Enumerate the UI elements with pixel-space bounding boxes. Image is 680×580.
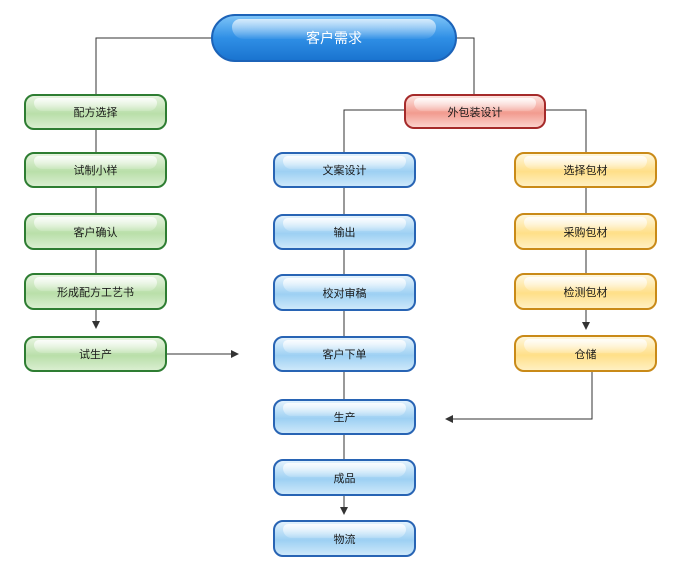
node-label: 物流 bbox=[333, 532, 356, 546]
node-label: 配方选择 bbox=[73, 106, 118, 119]
node-label: 试生产 bbox=[79, 348, 112, 361]
node-label: 检测包材 bbox=[563, 285, 608, 299]
middle-node-copywriting: 文案设计 bbox=[273, 152, 416, 188]
connector-storage-to-production bbox=[445, 372, 593, 423]
connector-root-to-left bbox=[95, 37, 212, 94]
root-label: 客户需求 bbox=[306, 31, 362, 47]
left-node-process-doc: 形成配方工艺书 bbox=[24, 273, 167, 310]
root-node: 客户需求 bbox=[211, 14, 457, 62]
node-label: 文案设计 bbox=[322, 164, 367, 177]
right-node-inspect-material: 检测包材 bbox=[514, 273, 657, 310]
left-node-trial-production: 试生产 bbox=[24, 336, 167, 372]
node-label: 试制小样 bbox=[73, 164, 118, 177]
middle-node-order: 客户下单 bbox=[273, 336, 416, 372]
node-label: 外包装设计 bbox=[447, 105, 503, 119]
node-label: 选择包材 bbox=[563, 164, 608, 177]
middle-node-proofreading: 校对审稿 bbox=[273, 274, 416, 311]
left-node-formula-selection: 配方选择 bbox=[24, 94, 167, 130]
node-label: 仓储 bbox=[574, 347, 597, 361]
node-label: 客户确认 bbox=[73, 225, 118, 239]
node-label: 成品 bbox=[333, 471, 356, 485]
connector-packaging-to-right bbox=[546, 109, 587, 152]
middle-node-production: 生产 bbox=[273, 399, 416, 435]
middle-node-logistics: 物流 bbox=[273, 520, 416, 557]
node-label: 形成配方工艺书 bbox=[57, 285, 134, 299]
right-node-select-material: 选择包材 bbox=[514, 152, 657, 188]
right-node-storage: 仓储 bbox=[514, 335, 657, 372]
middle-node-finished-product: 成品 bbox=[273, 459, 416, 496]
node-label: 校对审稿 bbox=[322, 286, 367, 300]
node-label: 采购包材 bbox=[563, 225, 608, 239]
node-label: 输出 bbox=[333, 226, 356, 239]
middle-node-output: 输出 bbox=[273, 214, 416, 250]
node-label: 生产 bbox=[333, 411, 356, 424]
connector-root-to-packaging bbox=[456, 37, 475, 94]
packaging-design-node: 外包装设计 bbox=[404, 94, 546, 129]
left-node-customer-confirm: 客户确认 bbox=[24, 213, 167, 250]
node-label: 客户下单 bbox=[322, 348, 367, 361]
left-node-trial-sample: 试制小样 bbox=[24, 152, 167, 188]
connector-packaging-to-middle bbox=[343, 109, 404, 152]
right-node-purchase-material: 采购包材 bbox=[514, 213, 657, 250]
